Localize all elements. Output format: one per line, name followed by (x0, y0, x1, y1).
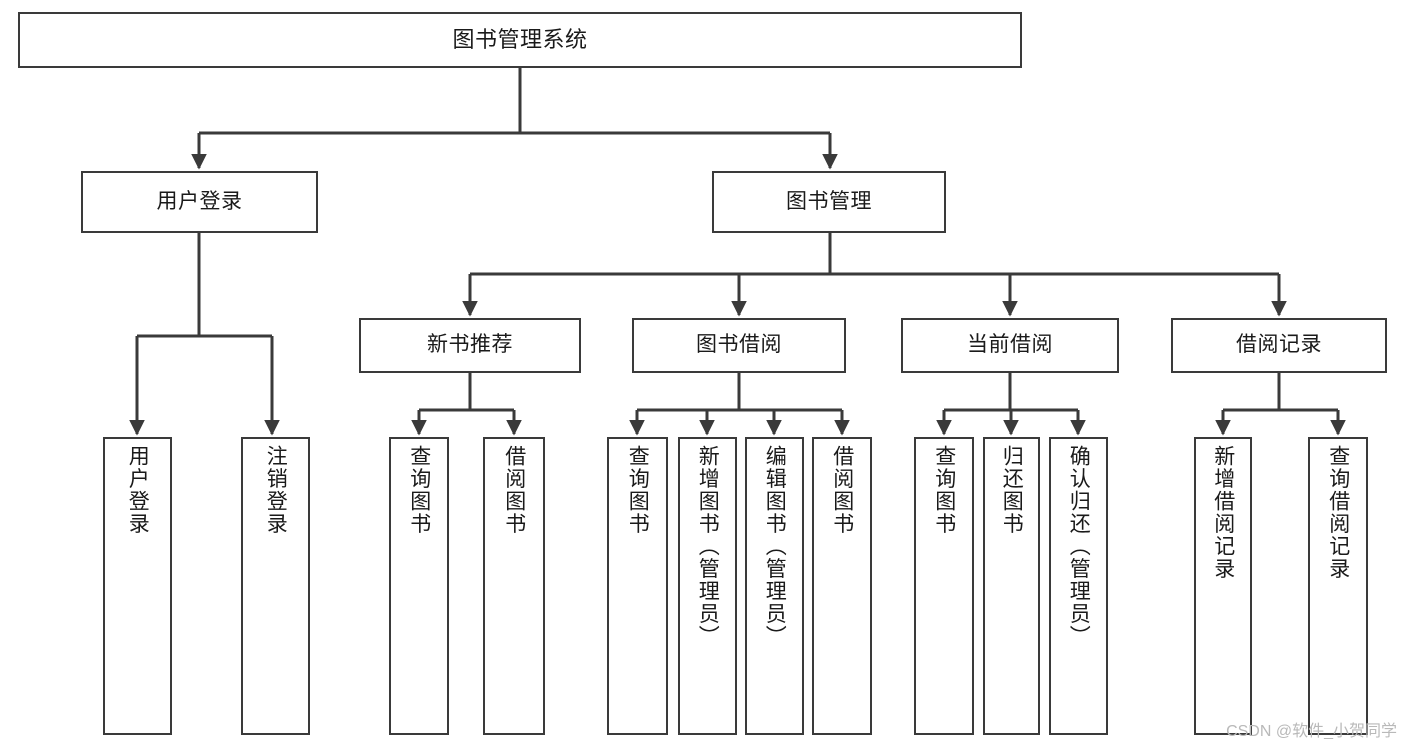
node-leaf-user-login[interactable]: 用户登录 (103, 437, 172, 735)
node-current-borrow[interactable]: 当前借阅 (901, 318, 1119, 373)
node-leaf-return-book[interactable]: 归还图书 (983, 437, 1040, 735)
node-user-login[interactable]: 用户登录 (81, 171, 318, 233)
node-label: 当前借阅 (967, 333, 1053, 357)
node-label: 编辑图书（管理员） (763, 445, 787, 648)
node-label: 新书推荐 (427, 333, 513, 357)
node-leaf-query-book-1[interactable]: 查询图书 (389, 437, 449, 735)
node-label: 查询借阅记录 (1326, 445, 1350, 580)
node-label: 用户登录 (156, 189, 243, 213)
node-label: 注销登录 (264, 445, 288, 535)
node-borrow-record[interactable]: 借阅记录 (1171, 318, 1387, 373)
node-root-system[interactable]: 图书管理系统 (18, 12, 1022, 68)
node-label: 图书管理 (786, 189, 872, 213)
node-label: 确认归还（管理员） (1067, 445, 1091, 648)
node-label: 图书借阅 (696, 333, 782, 357)
node-label: 借阅图书 (502, 445, 526, 535)
node-label: 查询图书 (407, 445, 431, 535)
node-label: 新增借阅记录 (1211, 445, 1235, 580)
node-leaf-query-book-2[interactable]: 查询图书 (607, 437, 668, 735)
node-label: 查询图书 (932, 445, 956, 535)
node-leaf-user-logout[interactable]: 注销登录 (241, 437, 310, 735)
node-leaf-borrow-book-2[interactable]: 借阅图书 (812, 437, 872, 735)
node-leaf-add-record[interactable]: 新增借阅记录 (1194, 437, 1252, 735)
node-label: 图书管理系统 (452, 27, 588, 53)
watermark: CSDN @软件_小贺同学 (1226, 723, 1397, 740)
node-leaf-add-book[interactable]: 新增图书（管理员） (678, 437, 737, 735)
node-book-manage[interactable]: 图书管理 (712, 171, 946, 233)
node-label: 用户登录 (126, 445, 150, 535)
node-label: 借阅记录 (1236, 333, 1322, 357)
node-label: 借阅图书 (830, 445, 854, 535)
node-leaf-confirm-return[interactable]: 确认归还（管理员） (1049, 437, 1108, 735)
node-book-borrow[interactable]: 图书借阅 (632, 318, 846, 373)
node-label: 查询图书 (626, 445, 650, 535)
node-new-book-recommend[interactable]: 新书推荐 (359, 318, 581, 373)
node-leaf-query-book-3[interactable]: 查询图书 (914, 437, 974, 735)
node-label: 归还图书 (1000, 445, 1024, 535)
node-leaf-edit-book[interactable]: 编辑图书（管理员） (745, 437, 804, 735)
node-label: 新增图书（管理员） (696, 445, 720, 648)
node-leaf-query-record[interactable]: 查询借阅记录 (1308, 437, 1368, 735)
node-leaf-borrow-book-1[interactable]: 借阅图书 (483, 437, 545, 735)
